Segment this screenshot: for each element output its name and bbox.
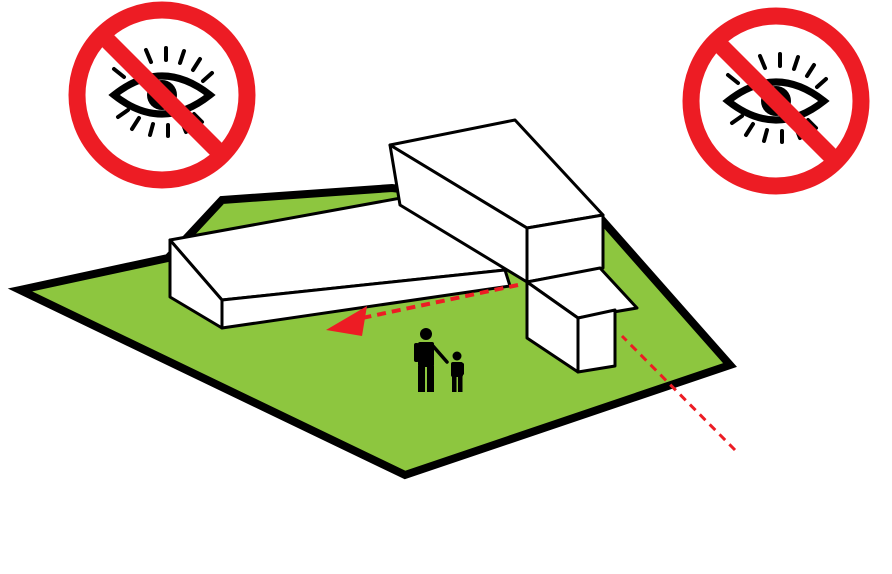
prohibition-slash	[95, 28, 229, 162]
adult-figure	[414, 328, 449, 392]
building-tall-side	[525, 213, 605, 284]
building-block-tall	[388, 118, 605, 284]
entry-path-approach	[620, 334, 737, 452]
child-figure	[451, 351, 464, 392]
entry-path-arrowhead	[326, 306, 367, 336]
entry-path-interior	[361, 283, 519, 320]
prohibition-slash	[709, 34, 843, 168]
building-block-entrance	[525, 266, 639, 374]
no-view-icon	[682, 7, 870, 195]
no-view-icon	[68, 1, 256, 189]
entry-path-arrow	[326, 283, 737, 452]
adult-and-child-icon	[414, 328, 464, 392]
building-entrance-side	[576, 308, 617, 374]
